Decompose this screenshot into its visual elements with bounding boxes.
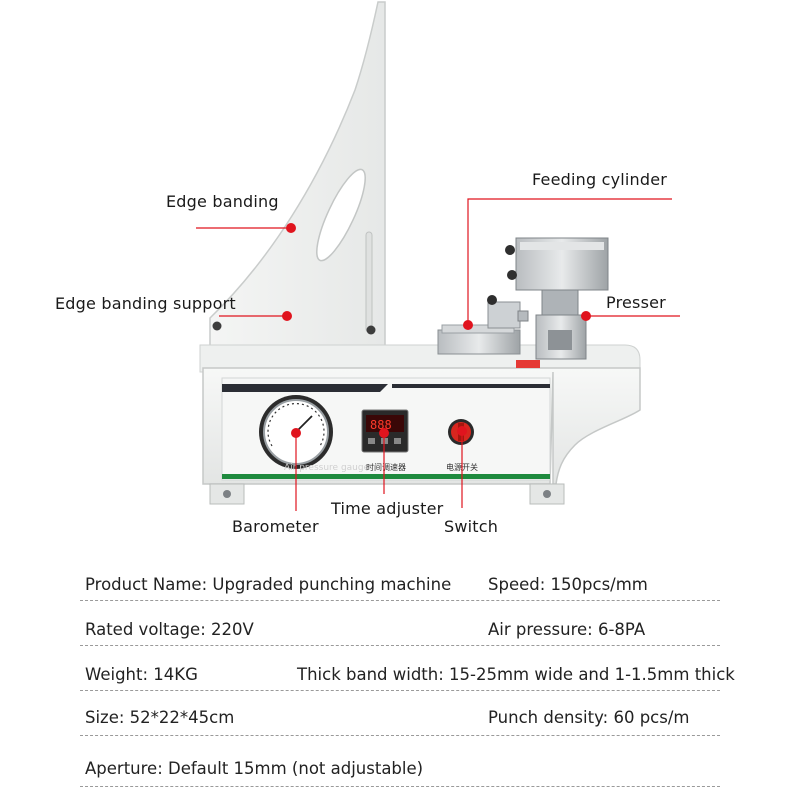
dot-barometer — [291, 428, 301, 438]
spec-separator — [80, 600, 720, 601]
panel-stripe — [392, 384, 550, 388]
spec-separator — [80, 645, 720, 646]
machine-feet — [209, 483, 565, 505]
label-time-adjuster: Time adjuster — [331, 499, 444, 518]
dot-time-adjuster — [379, 428, 389, 438]
gauge-caption: Air pressure gauge — [284, 463, 370, 473]
label-sticker — [516, 360, 540, 368]
leader-feeding-cylinder — [467, 198, 672, 325]
spec-product-name: Product Name: Upgraded punching machine — [85, 575, 452, 594]
spec-punch-density: Punch density: 60 pcs/m — [488, 708, 690, 727]
label-edge-banding-support: Edge banding support — [55, 294, 236, 313]
dot-presser — [581, 311, 591, 321]
spec-speed: Speed: 150pcs/mm — [488, 575, 648, 594]
dot-feeding-cylinder — [463, 320, 473, 330]
spec-separator — [80, 735, 720, 736]
spec-air-pressure: Air pressure: 6-8PA — [488, 620, 646, 639]
green-trim — [222, 474, 550, 479]
label-presser: Presser — [606, 293, 666, 312]
feeding-cylinder — [437, 295, 529, 355]
dot-edge-banding-support — [282, 311, 292, 321]
label-barometer: Barometer — [232, 517, 319, 536]
label-feeding-cylinder: Feeding cylinder — [532, 170, 668, 189]
callout-lines — [196, 198, 680, 511]
spec-separator — [80, 690, 720, 691]
plate-bolt — [366, 325, 376, 335]
label-switch: Switch — [444, 517, 499, 536]
timer-caption: 时间调速器 — [366, 462, 406, 472]
machine-illustration: Air pressure gauge 888 时间调速器 电源开关 — [199, 1, 641, 505]
spec-size: Size: 52*22*45cm — [85, 708, 235, 727]
spec-aperture: Aperture: Default 15mm (not adjustable) — [85, 759, 424, 778]
presser-assembly — [505, 237, 609, 360]
spec-separator — [80, 786, 720, 787]
dot-switch — [457, 426, 467, 436]
label-edge-banding: Edge banding — [166, 192, 279, 211]
svg-text:888: 888 — [370, 418, 392, 432]
panel-stripe — [222, 384, 388, 392]
spec-weight: Weight: 14KG — [85, 665, 198, 684]
spec-thick-band-width: Thick band width: 15-25mm wide and 1-1.5… — [297, 665, 735, 684]
spec-rated-voltage: Rated voltage: 220V — [85, 620, 254, 639]
plate-bolt — [212, 321, 222, 331]
dot-edge-banding — [286, 223, 296, 233]
plate-cutout — [316, 168, 366, 262]
